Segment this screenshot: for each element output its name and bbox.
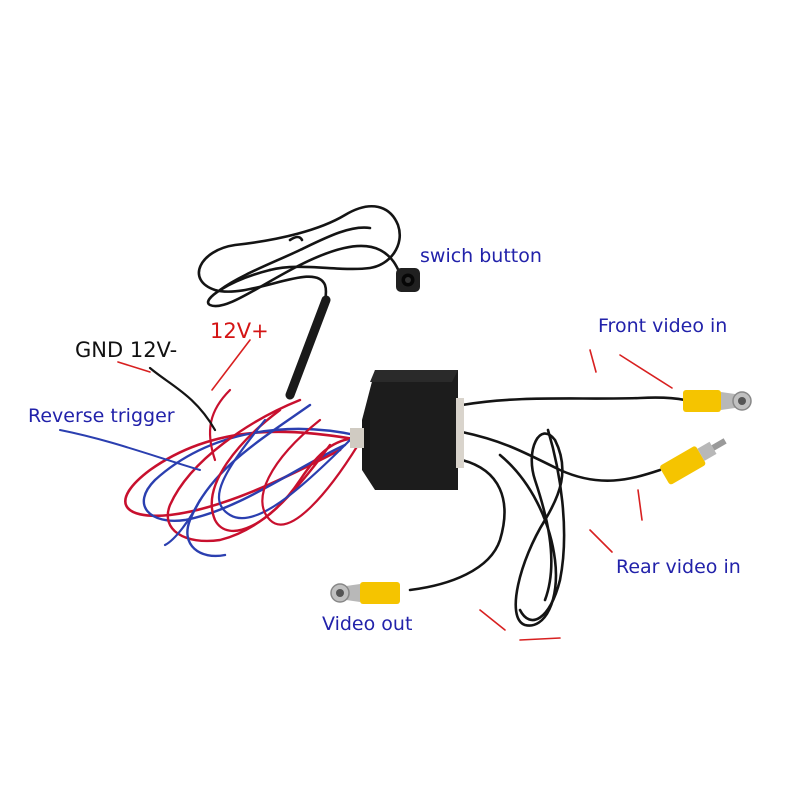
label-reverse-trigger: Reverse trigger: [28, 405, 175, 427]
rca-cables: [408, 396, 687, 627]
callout-lines: [117, 339, 673, 641]
switch-button-icon: [396, 268, 420, 292]
label-rear-video-in: Rear video in: [616, 556, 741, 578]
label-front-video-in: Front video in: [598, 315, 728, 337]
power-wire-loops: [59, 366, 362, 558]
rca-video-out-connector: [330, 582, 400, 604]
cable-sleeve: [285, 295, 331, 400]
control-box: [350, 370, 464, 490]
rca-front-video-in-connector: [683, 390, 752, 412]
label-video-out: Video out: [322, 613, 413, 635]
rca-rear-video-in-connector: [660, 438, 727, 485]
label-gnd-12v-minus: GND 12V-: [75, 338, 178, 362]
switch-cable: [197, 205, 404, 372]
label-12v-plus: 12V+: [210, 319, 269, 343]
label-switch-button: swich button: [420, 245, 542, 267]
